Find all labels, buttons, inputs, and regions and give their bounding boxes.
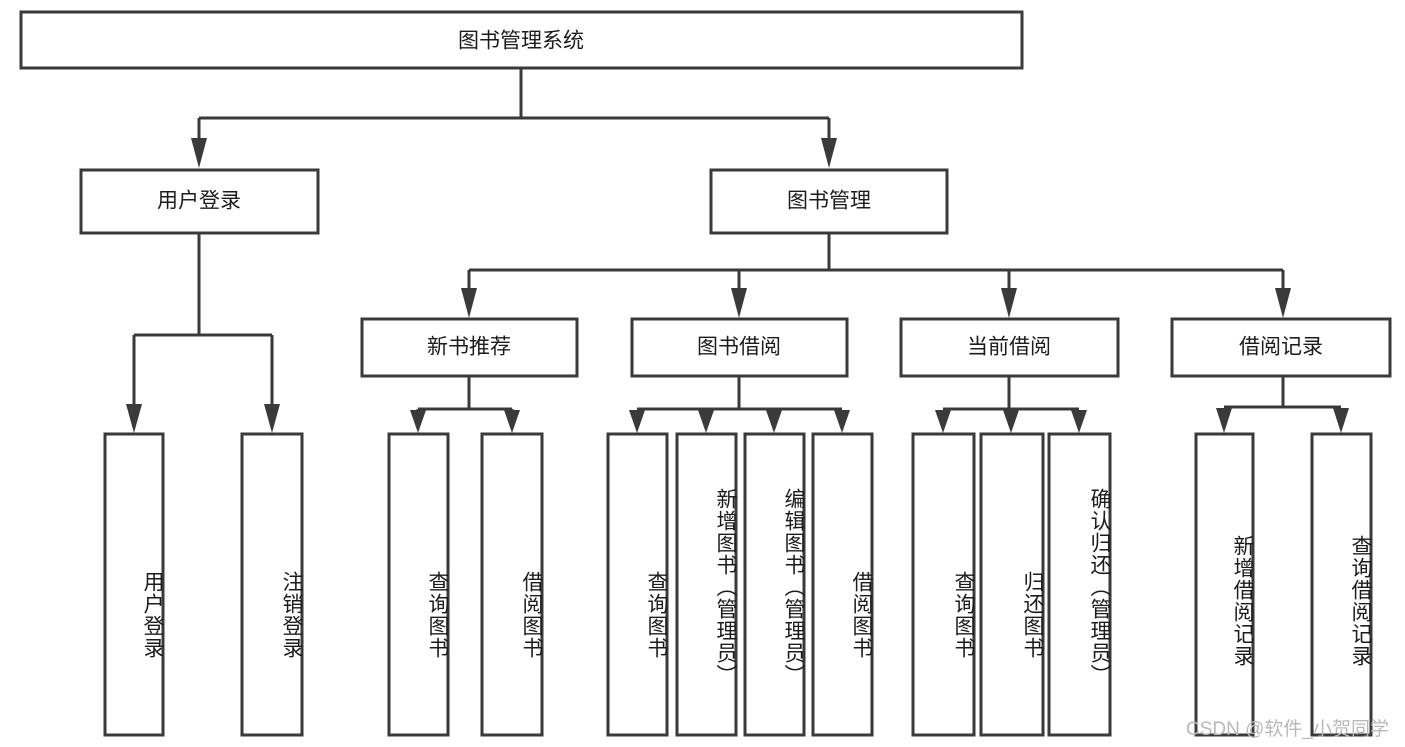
- node-book-borrowing[interactable]: 图书借阅: [630, 317, 849, 378]
- arrow-head-leaf-user-login: [126, 404, 142, 433]
- arrow-head-nbr-query-book: [410, 410, 426, 433]
- node-root-book-management-system[interactable]: 图书管理系统: [19, 10, 1024, 70]
- node-borrowing-records[interactable]: 借阅记录: [1170, 317, 1392, 378]
- node-box-leaf-user-login[interactable]: [103, 432, 165, 737]
- connector-group-book-borrow-to-leaves: [629, 377, 850, 433]
- node-label-book-borrowing: 图书借阅: [697, 336, 781, 359]
- node-box-leaf-cb-query-book[interactable]: [911, 432, 976, 737]
- node-box: [630, 317, 849, 378]
- arrow-head-current-borrow: [1001, 288, 1017, 318]
- arrow-head-br-query-record: [1333, 408, 1349, 433]
- node-new-book-recommendation[interactable]: 新书推荐: [360, 317, 579, 378]
- connector-group-new-book-rec-to-leaves: [410, 377, 520, 433]
- node-box: [899, 317, 1120, 378]
- node-box-leaf-logout[interactable]: [240, 432, 304, 737]
- arrow-head-br-add-record: [1216, 408, 1232, 433]
- node-user-login[interactable]: 用户登录: [79, 168, 320, 235]
- node-box-leaf-cb-return-book[interactable]: [979, 432, 1045, 737]
- node-label-current-borrowing: 当前借阅: [967, 336, 1051, 359]
- node-label-book-management: 图书管理: [787, 190, 871, 213]
- node-label-new-book-recommendation: 新书推荐: [427, 336, 511, 359]
- csdn-watermark: CSDN @软件_小贺同学: [1186, 719, 1389, 740]
- node-box-leaf-bb-borrow-book[interactable]: [811, 432, 874, 737]
- node-box-leaf-nbr-borrow-book[interactable]: [480, 432, 544, 737]
- connector-group-root-to-level2: [191, 68, 837, 168]
- node-label-root: 图书管理系统: [458, 30, 584, 53]
- node-box-leaf-br-add-record[interactable]: [1194, 432, 1255, 737]
- arrow-head-nbr-borrow-book: [504, 410, 520, 433]
- arrow-head-new-book-rec: [461, 288, 477, 318]
- node-box-leaf-bb-edit-book[interactable]: [743, 432, 806, 737]
- arrow-head-bb-edit-book: [766, 410, 782, 433]
- node-label-borrowing-records: 借阅记录: [1239, 336, 1323, 359]
- node-book-management[interactable]: 图书管理: [709, 168, 949, 235]
- connector-group-user-login-to-leaves: [126, 233, 280, 433]
- arrow-head-user-login: [191, 138, 207, 168]
- arrow-head-book-mgmt: [821, 138, 837, 168]
- arrow-head-book-borrow: [731, 288, 747, 318]
- node-box: [709, 168, 949, 235]
- node-box-leaf-cb-confirm-return[interactable]: [1047, 432, 1112, 737]
- connector-group-current-borrow-to-leaves: [935, 377, 1087, 433]
- node-box-leaf-br-query-record[interactable]: [1310, 432, 1373, 737]
- connector-group-book-mgmt-to-level3: [461, 233, 1291, 318]
- connector-group-borrow-records-to-leaves: [1216, 377, 1349, 433]
- node-box: [19, 10, 1024, 70]
- node-box-leaf-bb-query-book[interactable]: [606, 432, 669, 737]
- node-current-borrowing[interactable]: 当前借阅: [899, 317, 1120, 378]
- arrow-head-cb-query-book: [935, 410, 951, 433]
- arrow-head-borrow-records: [1275, 288, 1291, 318]
- arrow-head-bb-query-book: [629, 410, 645, 433]
- arrow-head-cb-return-book: [1003, 410, 1019, 433]
- arrow-head-leaf-logout: [264, 404, 280, 433]
- arrow-head-cb-confirm-return: [1071, 410, 1087, 433]
- node-label-user-login: 用户登录: [157, 190, 241, 213]
- arrow-head-bb-borrow-book: [834, 410, 850, 433]
- arrow-head-bb-add-book: [698, 410, 714, 433]
- node-box-leaf-nbr-query-book[interactable]: [387, 432, 450, 737]
- node-box: [79, 168, 320, 235]
- node-box: [1170, 317, 1392, 378]
- node-box: [360, 317, 579, 378]
- node-box-leaf-bb-add-book[interactable]: [675, 432, 738, 737]
